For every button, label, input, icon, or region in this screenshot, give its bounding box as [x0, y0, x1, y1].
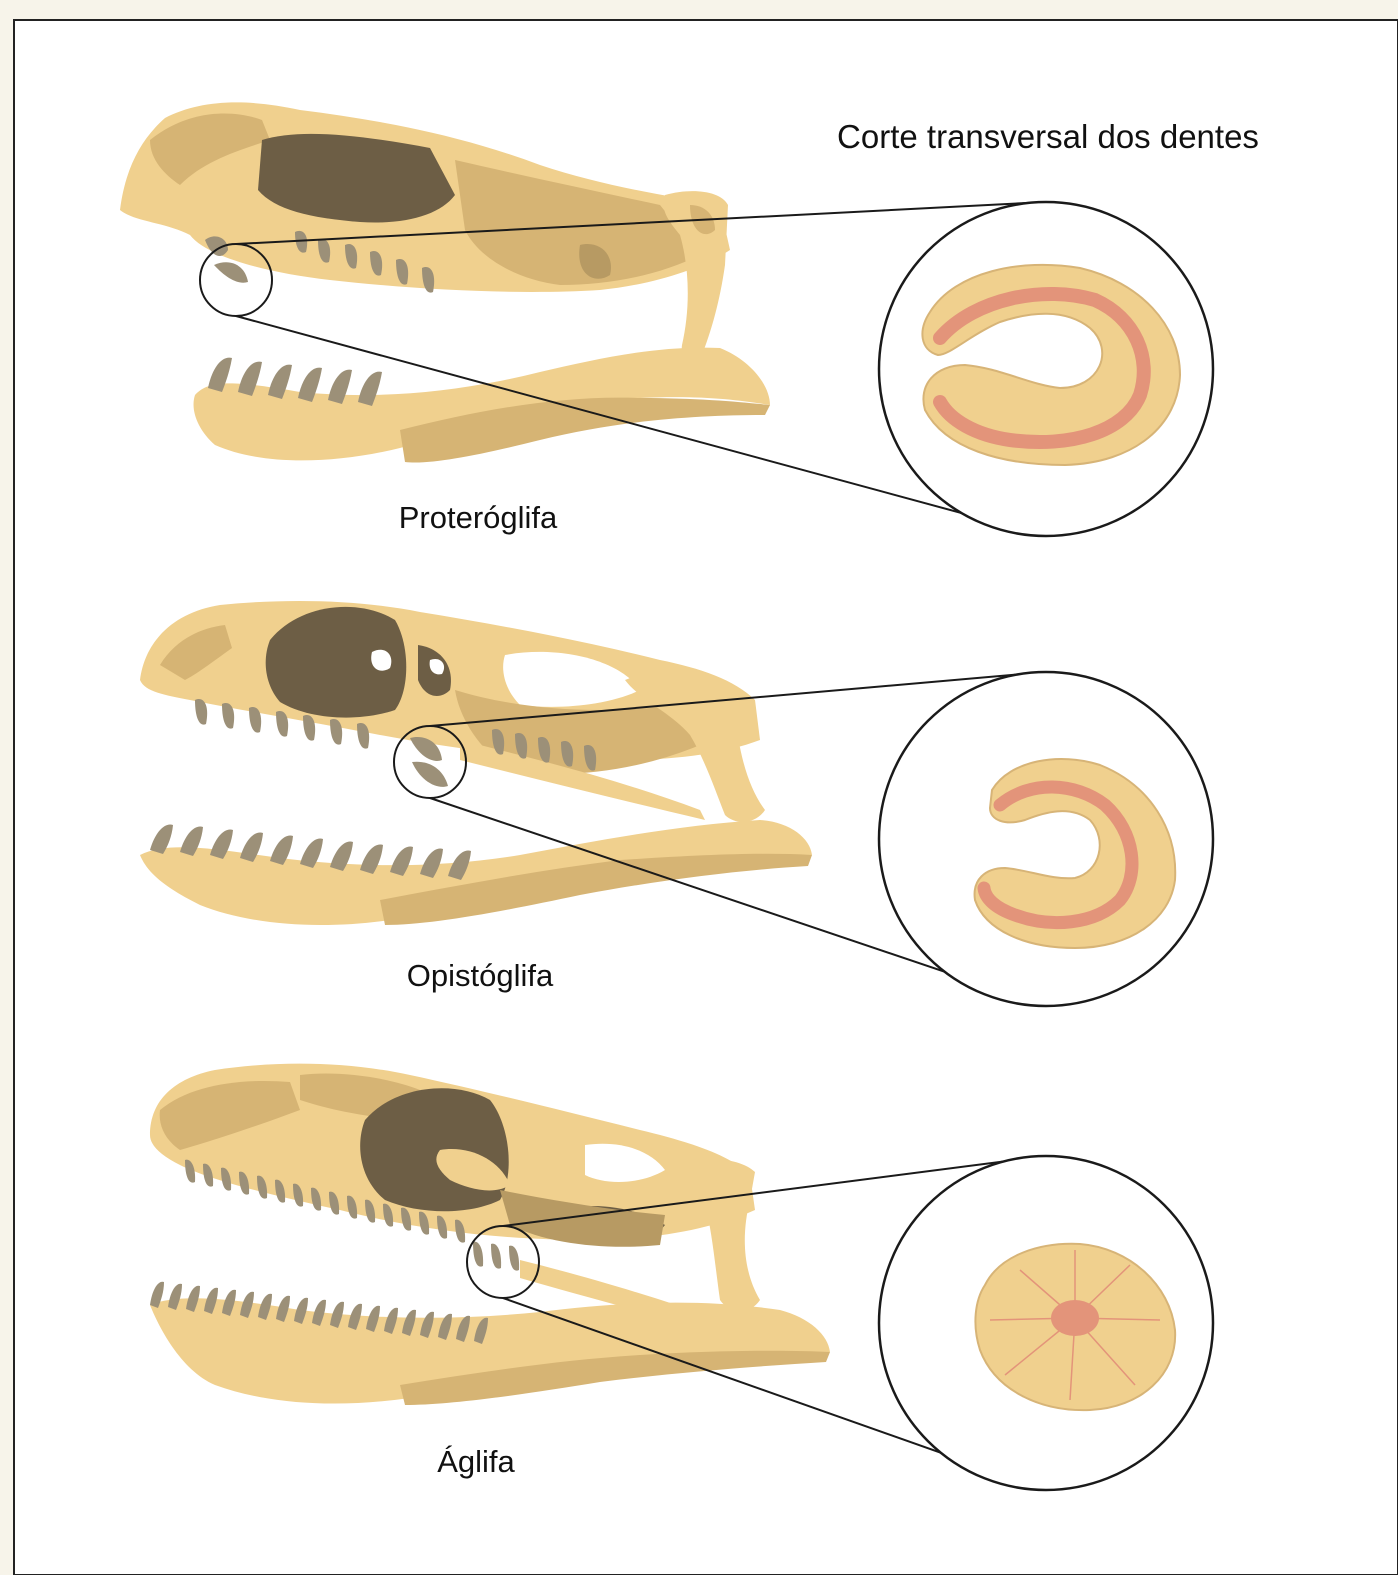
- aglyph-label: Áglifa: [437, 1444, 515, 1479]
- proteroglyph-label: Proteróglifa: [399, 500, 558, 535]
- opisthoglyph-label: Opistóglifa: [407, 958, 554, 993]
- diagram-title: Corte transversal dos dentes: [837, 118, 1259, 155]
